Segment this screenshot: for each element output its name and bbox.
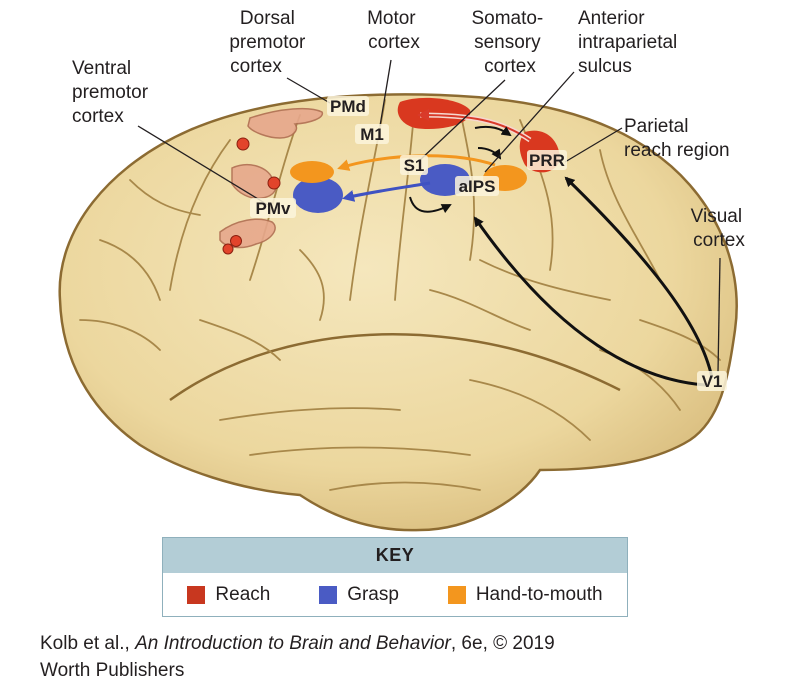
caption-authors: Kolb et al.,: [40, 633, 136, 654]
key-label-grasp: Grasp: [347, 583, 399, 605]
caption-edition: , 6e, © 2019: [450, 633, 555, 654]
brain-illustration: [58, 93, 738, 532]
label-ventral-premotor: Ventral premotor cortex: [72, 58, 153, 127]
label-motor: Motor cortex: [367, 8, 421, 53]
key-item-grasp: Grasp: [319, 584, 399, 606]
key-legend: KEY Reach Grasp Hand-to-mouth: [162, 537, 628, 617]
label-visual: Visual cortex: [691, 206, 748, 251]
swatch-reach: [187, 585, 206, 604]
caption-publisher: Worth Publishers: [40, 660, 185, 681]
abbr-m1: M1: [360, 125, 384, 144]
hand-illustrations: [219, 107, 324, 249]
source-caption: Kolb et al., An Introduction to Brain an…: [40, 630, 740, 684]
area-abbreviations: PMd M1 S1 aIPS PMv PRR V1: [250, 96, 727, 391]
abbr-s1: S1: [404, 156, 425, 175]
v1-to-prr-arrow: [564, 176, 714, 379]
grasp-region-premotor: [293, 177, 343, 213]
label-parietal-reach: Parietal reach region: [624, 116, 730, 161]
abbr-v1: V1: [702, 372, 723, 391]
key-item-reach: Reach: [187, 584, 270, 606]
label-anterior-intraparietal: Anterior intraparietal sulcus: [578, 8, 683, 77]
key-items: Reach Grasp Hand-to-mouth: [163, 573, 627, 616]
key-label-reach: Reach: [215, 583, 271, 605]
v1-to-aips-arrow: [473, 216, 706, 387]
grasp-pathway-arrow: [342, 181, 431, 202]
key-label-hand-to-mouth: Hand-to-mouth: [475, 583, 603, 605]
key-item-hand-to-mouth: Hand-to-mouth: [447, 583, 603, 606]
label-somatosensory: Somato- sensory cortex: [471, 8, 548, 77]
lateral-fissure: [169, 333, 621, 402]
mouth-region-premotor: [290, 161, 334, 183]
label-dorsal-premotor: Dorsal premotor cortex: [229, 8, 310, 77]
abbr-prr: PRR: [529, 151, 565, 170]
object-balls: [222, 137, 281, 255]
abbr-pmd: PMd: [330, 97, 366, 116]
swatch-hand-to-mouth: [447, 585, 466, 604]
caption-book-title: An Introduction to Brain and Behavior: [135, 633, 451, 654]
leader-lines: [137, 59, 721, 373]
s1-to-prr-arrow: [474, 125, 512, 137]
abbr-aips: aIPS: [459, 177, 496, 196]
swatch-grasp: [319, 585, 338, 604]
key-title: KEY: [163, 538, 627, 573]
cortex-labels: Dorsal premotor cortex Motor cortex Soma…: [72, 8, 748, 251]
abbr-pmv: PMv: [256, 199, 292, 218]
aips-loop-arrow: [409, 196, 452, 214]
